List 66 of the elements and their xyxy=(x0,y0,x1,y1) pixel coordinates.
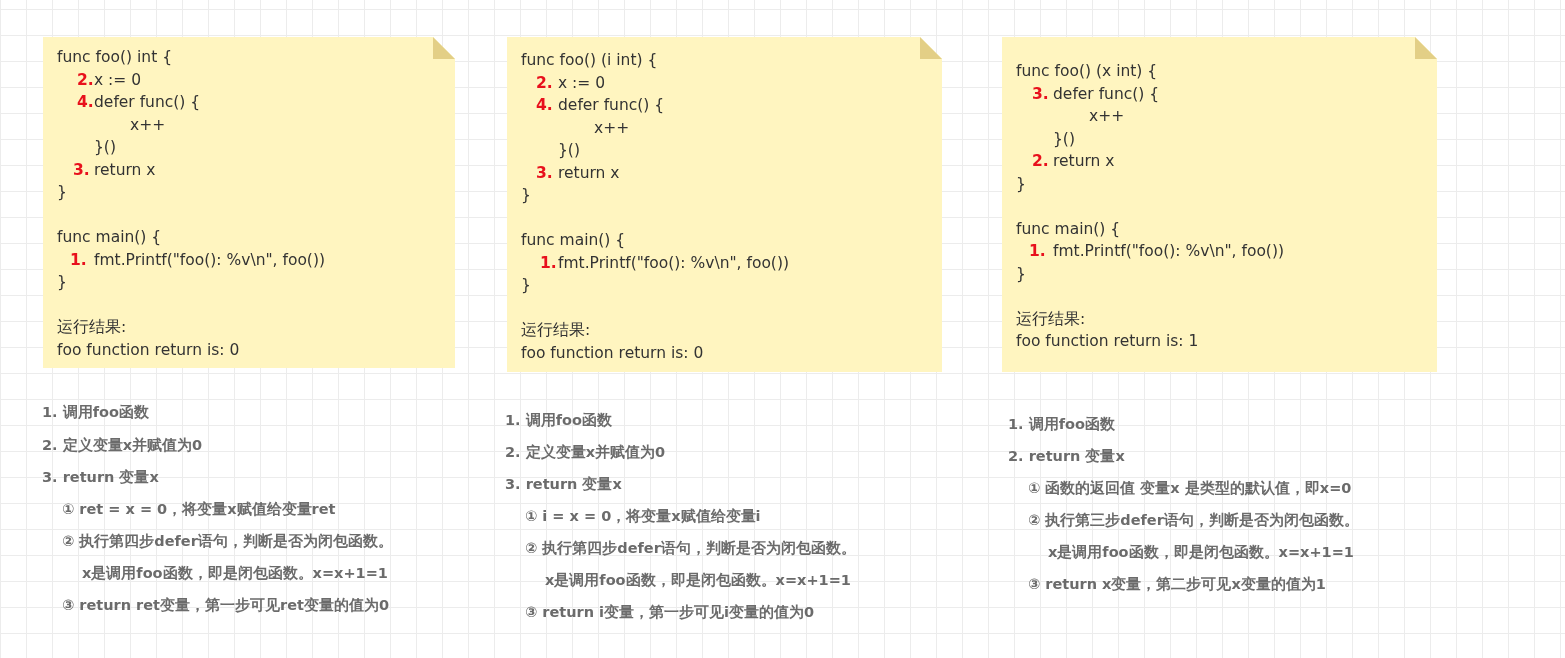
step-number: 3. xyxy=(536,162,553,183)
code-line: func foo() (x int) { xyxy=(1016,61,1158,81)
step-number: 2. xyxy=(77,69,94,90)
output-heading: 运行结果: xyxy=(521,320,591,340)
step-note: ③ return i变量，第一步可见i变量的值为0 xyxy=(525,603,815,622)
step-note: ① ret = x = 0，将变量x赋值给变量ret xyxy=(62,500,336,519)
step-number: 1. xyxy=(70,249,87,270)
code-line: } xyxy=(57,272,67,292)
code-line: } xyxy=(57,182,67,202)
output-line: foo function return is: 1 xyxy=(1016,331,1199,351)
sticky-note xyxy=(1002,37,1437,372)
step-note: ② 执行第三步defer语句，判断是否为闭包函数。x是调用foo函数，即是闭包函数。x=x+1=1 xyxy=(1028,511,1360,562)
step-note: ① 函数的返回值 变量x 是类型的默认值，即x=0 xyxy=(1028,479,1352,498)
sticky-note xyxy=(507,37,942,372)
code-line: return x xyxy=(1053,151,1115,171)
code-line: defer func() { xyxy=(94,92,201,112)
code-line: } xyxy=(521,275,531,295)
code-line: x++ xyxy=(594,117,630,138)
step-note: ③ return x变量，第二步可见x变量的值为1 xyxy=(1028,575,1326,594)
sticky-note xyxy=(43,37,455,368)
step-number: 2. xyxy=(1032,151,1049,171)
step-note: ① i = x = 0，将变量x赋值给变量i xyxy=(525,507,761,526)
code-line: x := 0 xyxy=(558,72,606,93)
step-number: 3. xyxy=(73,159,90,180)
output-line: foo function return is: 0 xyxy=(57,339,240,360)
step-note: 3. return 变量x xyxy=(505,475,622,494)
step-number: 1. xyxy=(1029,241,1046,261)
code-line: func foo() (i int) { xyxy=(521,50,658,70)
code-line: }() xyxy=(558,140,580,160)
code-line: } xyxy=(1016,263,1026,284)
code-line: x++ xyxy=(130,114,166,135)
step-number: 1. xyxy=(540,252,557,273)
step-number: 4. xyxy=(536,95,553,115)
code-line: return x xyxy=(94,159,156,180)
step-note: 2. 定义变量x并赋值为0 xyxy=(505,443,666,462)
code-line: x++ xyxy=(1089,106,1125,126)
code-line: func main() { xyxy=(1016,218,1121,239)
code-line: } xyxy=(1016,173,1026,194)
code-line: fmt.Printf("foo(): %v\n", foo()) xyxy=(94,249,325,270)
code-line: x := 0 xyxy=(94,69,142,90)
code-line: fmt.Printf("foo(): %v\n", foo()) xyxy=(558,252,789,273)
step-note: ② 执行第四步defer语句，判断是否为闭包函数。x是调用foo函数，即是闭包函数。x=x+1=1 xyxy=(62,532,394,583)
step-note: 1. 调用foo函数 xyxy=(42,403,149,422)
step-note: 1. 调用foo函数 xyxy=(505,411,612,430)
step-number: 4. xyxy=(77,92,94,112)
code-line: }() xyxy=(94,137,116,157)
step-note: 2. return 变量x xyxy=(1008,447,1125,466)
code-line: func main() { xyxy=(57,227,162,247)
code-line: }() xyxy=(1053,128,1075,149)
step-note: ② 执行第四步defer语句，判断是否为闭包函数。x是调用foo函数，即是闭包函数。x=x+1=1 xyxy=(525,539,857,590)
step-note: 1. 调用foo函数 xyxy=(1008,415,1115,434)
code-line: func foo() int { xyxy=(57,47,172,67)
code-line: return x xyxy=(558,162,620,183)
step-note: ③ return ret变量，第一步可见ret变量的值为0 xyxy=(62,596,389,615)
code-line: defer func() { xyxy=(558,95,665,115)
step-number: 3. xyxy=(1032,83,1049,104)
code-line: } xyxy=(521,185,531,205)
code-line: fmt.Printf("foo(): %v\n", foo()) xyxy=(1053,241,1284,261)
step-number: 2. xyxy=(536,72,553,93)
code-line: defer func() { xyxy=(1053,83,1160,104)
output-line: foo function return is: 0 xyxy=(521,342,704,363)
step-note: 2. 定义变量x并赋值为0 xyxy=(42,436,203,455)
output-heading: 运行结果: xyxy=(57,317,127,337)
step-note: 3. return 变量x xyxy=(42,468,159,487)
output-heading: 运行结果: xyxy=(1016,308,1086,329)
code-line: func main() { xyxy=(521,230,626,250)
